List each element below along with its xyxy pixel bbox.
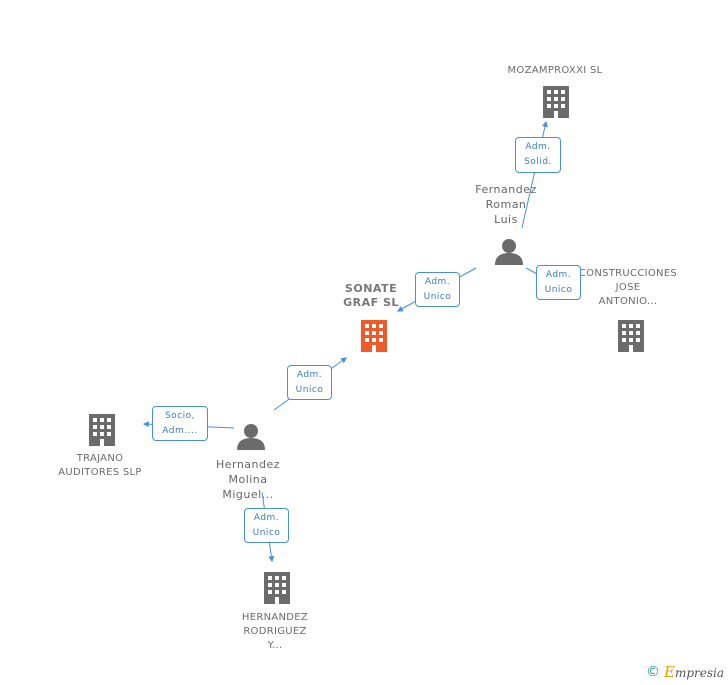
- node-label-trajano[interactable]: TRAJANO AUDITORES SLP: [58, 453, 142, 478]
- node-label-mozamproxxi[interactable]: MOZAMPROXXI SL: [507, 65, 603, 76]
- edge-label-adm-unico-construcciones: Adm. Unico: [536, 265, 581, 300]
- node-label-fernandez[interactable]: Fernandez Roman Luis: [475, 183, 537, 226]
- building-icon: [618, 320, 644, 352]
- node-label-sonate[interactable]: SONATE GRAF SL: [343, 282, 399, 309]
- edge-label-adm-unico-hernandez-sonate: Adm. Unico: [287, 365, 332, 400]
- edge-label-socio-adm: Socio, Adm....: [152, 406, 208, 441]
- edge-label-adm-unico-sonate: Adm. Unico: [415, 272, 460, 307]
- building-icon: [89, 414, 115, 446]
- empresia-footer[interactable]: © Empresia: [646, 663, 724, 681]
- edge-label-adm-solid: Adm. Solid.: [515, 137, 561, 173]
- building-icon: [543, 86, 569, 118]
- node-label-construcciones[interactable]: CONSTRUCCIONES JOSE ANTONIO...: [578, 268, 678, 307]
- node-label-hernandez-rodriguez[interactable]: HERNANDEZ RODRIGUEZ Y...: [241, 612, 309, 651]
- building-icon: [361, 320, 387, 352]
- person-icon: [237, 424, 265, 450]
- building-icon: [264, 572, 290, 604]
- edge-label-adm-unico-rodriguez: Adm. Unico: [244, 508, 289, 543]
- person-icon: [495, 239, 523, 265]
- copyright-icon: ©: [645, 664, 660, 680]
- node-label-hernandez-molina[interactable]: Hernandez Molina Miguel...: [215, 458, 281, 501]
- brand-logo: Empresia: [663, 663, 724, 681]
